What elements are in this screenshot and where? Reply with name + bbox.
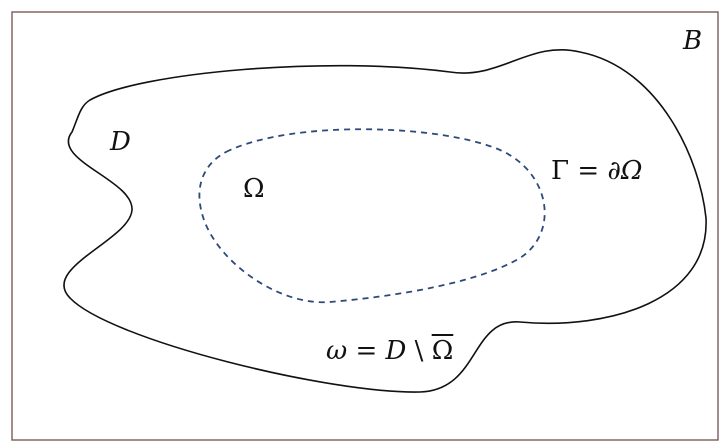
label-domain-d: D xyxy=(110,127,131,157)
domain-d-symbol: D xyxy=(385,336,407,366)
label-gap-equation: ω = D \ Ω xyxy=(326,338,453,364)
omega-boundary-gamma xyxy=(198,128,546,304)
equals-sign: = xyxy=(577,156,600,186)
boundary-of-omega: ∂Ω xyxy=(607,156,643,186)
bounding-box-b xyxy=(11,11,719,441)
label-boundary-equation: Γ = ∂Ω xyxy=(551,158,642,184)
label-box-b: B xyxy=(683,26,703,56)
equals-sign: = xyxy=(355,336,378,366)
label-omega: Ω xyxy=(243,174,265,204)
small-omega-symbol: ω xyxy=(326,336,348,366)
set-minus-symbol: \ xyxy=(414,336,424,366)
domain-d-outline xyxy=(63,48,707,393)
gamma-symbol: Γ xyxy=(551,156,570,186)
omega-closure-symbol: Ω xyxy=(431,336,454,366)
